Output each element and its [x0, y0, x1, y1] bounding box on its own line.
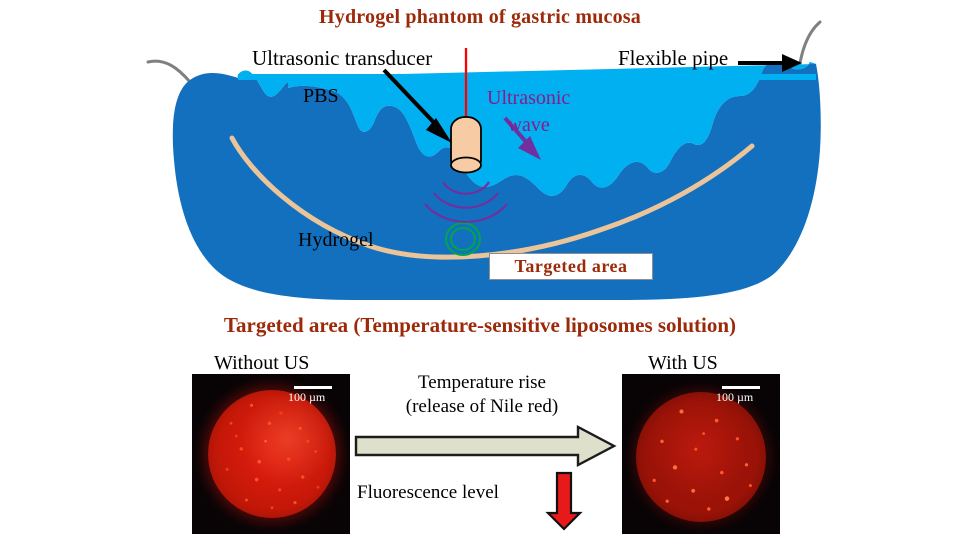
label-ultrasonic-wave-line2: wave [507, 114, 550, 136]
pbs-liquid [237, 61, 816, 196]
page-title: Hydrogel phantom of gastric mucosa [319, 6, 641, 28]
micrograph-with-us: 100 µm [622, 374, 780, 534]
targeted-area-callout: Targeted area [489, 253, 653, 280]
transducer-pointer-arrow [382, 68, 452, 143]
horizontal-block-arrow [354, 425, 617, 467]
fluorescence-speckle-without-us [208, 390, 336, 518]
pbs-surface [238, 74, 816, 80]
caption-without-us: Without US [214, 352, 310, 374]
temperature-rise-line1: Temperature rise [418, 372, 546, 393]
label-pbs: PBS [303, 85, 339, 107]
label-ultrasonic-wave-line1: Ultrasonic [487, 87, 571, 109]
label-flexible-pipe: Flexible pipe [618, 46, 729, 70]
fluorescence-down-arrow [545, 471, 583, 531]
label-ultrasonic-wave: Ultrasonic wave [487, 85, 570, 139]
flexible-pipe-inner [229, 135, 755, 260]
phantom-diagram [146, 20, 822, 301]
fluorescence-speckle-with-us [636, 392, 766, 522]
label-ultrasonic-transducer: Ultrasonic transducer [252, 46, 433, 70]
flexible-pipe-pointer-arrow [738, 54, 802, 72]
ultrasonic-wave-arrow [503, 116, 541, 160]
label-hydrogel: Hydrogel [298, 229, 374, 251]
ultrasonic-transducer [450, 116, 482, 174]
scale-bar-without-us [294, 386, 332, 389]
ultrasonic-wave-arcs [424, 181, 508, 223]
caption-with-us: With US [648, 352, 718, 374]
scale-label-with-us: 100 µm [716, 390, 754, 404]
middle-arrows [354, 425, 617, 531]
temperature-rise-text: Temperature rise (release of Nile red) [352, 371, 612, 419]
temperature-rise-line2: (release of Nile red) [405, 395, 559, 417]
fluorescence-level-text: Fluorescence level [357, 482, 499, 503]
scale-bar-with-us [722, 386, 760, 389]
targeted-area-ring-outer [445, 222, 481, 256]
section-title-targeted-area: Targeted area (Temperature-sensitive lip… [223, 313, 737, 337]
hydrogel-body [172, 61, 821, 301]
micrograph-without-us: 100 µm [192, 374, 350, 534]
targeted-area-ring-inner [450, 227, 476, 251]
scale-label-without-us: 100 µm [288, 390, 326, 404]
